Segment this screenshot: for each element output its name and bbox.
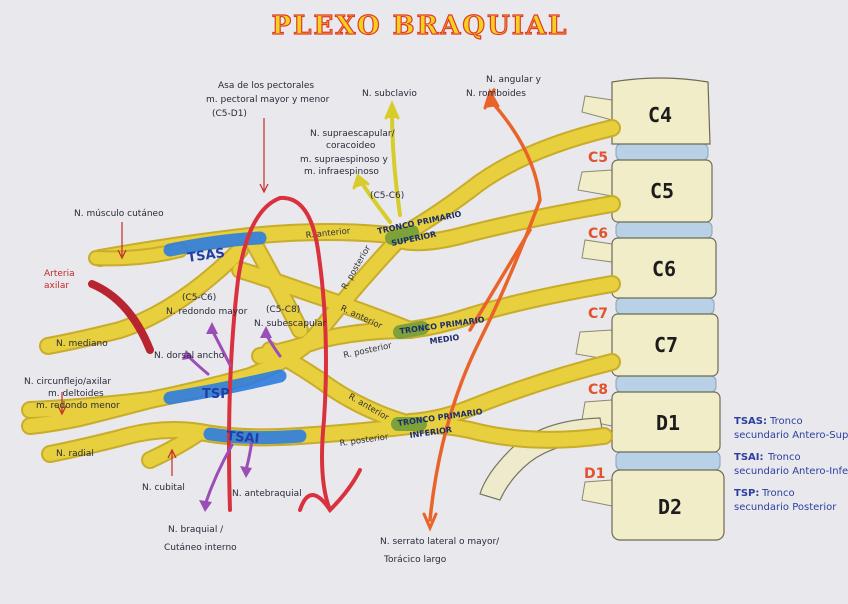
label-supraescapular-4: m. infraespinoso [304,167,379,177]
label-radial: N. radial [56,449,94,459]
legend-line1-tsas: Tronco [769,416,803,427]
root-label-c6: C6 [588,226,608,242]
label-redondo-mayor-2: N. redondo mayor [166,307,248,317]
division-anterior-superior: R. anterior [305,226,351,241]
legend-line2-tsp: secundario Posterior [734,502,837,513]
vertebra-body-c6 [611,237,717,299]
legend-abbr-tsai: TSAI: [734,452,763,463]
label-subescapular-2: N. subescapular [254,319,327,329]
upper-nerves [352,100,402,224]
label-pectorales-1: Asa de los pectorales [218,81,314,91]
purple-arrowheads [182,322,272,512]
root-labels: C5 C6 C7 C8 D1 [584,150,608,482]
label-pectorales-3: (C5-D1) [212,109,247,119]
root-label-d1: D1 [584,466,605,482]
legend-item-tsas: TSAS: Tronco secundario Antero-Superior [734,416,848,441]
legend-line1-tsai: Tronco [767,452,801,463]
vertebra-body-d2 [611,469,725,541]
legend-line2-tsas: secundario Antero-Superior [734,430,848,441]
label-serrato-1: N. serrato lateral o mayor/ [380,537,500,547]
root-label-c8: C8 [588,382,608,398]
nerve-network [21,119,621,469]
label-supraescapular-3: m. supraespinoso y [300,155,389,165]
vertebra-label-d2: D2 [658,495,682,519]
label-subclavio: N. subclavio [362,89,417,99]
pointer-arrows [57,118,269,476]
legend-abbr-tsas: TSAS: [734,416,767,427]
label-musculo-cutaneo: N. músculo cutáneo [74,209,164,219]
axillary-artery [88,195,362,514]
cord-label-tsp: TSP [202,387,230,402]
vertebra-body-c5 [611,159,713,223]
legend-abbr-tsp: TSP: [734,488,759,499]
page-title: PLEXO BRAQUIAL [272,11,569,41]
label-dorsal-ancho: N. dorsal ancho [154,351,225,361]
vertebra-label-c6: C6 [652,257,676,281]
label-redondo-mayor-1: (C5-C6) [182,293,216,303]
label-angular-2: N. romboides [466,89,526,99]
label-circunflejo-2: m. deltoides [48,389,104,399]
cord-label-tsas: TSAS [186,246,225,266]
label-subescapular-1: (C5-C8) [266,305,300,315]
cord-tsp [163,369,287,405]
label-pectorales-2: m. pectoral mayor y menor [206,95,330,105]
label-supraescapular-1: N. supraescapular/ [310,129,396,139]
root-label-c7: C7 [588,306,608,322]
legend-line2-tsai: secundario Antero-Inferior [734,466,848,477]
label-supraescapular-2: coracoideo [326,141,376,151]
trunk-medio-line2: MEDIO [429,333,460,346]
vertebra-label-d1: D1 [656,411,680,435]
vertebra-label-c4: C4 [648,103,672,127]
nerve-labels: Asa de los pectorales m. pectoral mayor … [24,75,542,565]
root-label-c5: C5 [588,150,608,166]
legend-line1-tsp: Tronco [761,488,795,499]
label-c5c6-supra: (C5-C6) [370,191,404,201]
legend: TSAS: Tronco secundario Antero-Superior … [734,416,848,513]
label-arteria-1: Arteria [44,269,75,279]
label-mediano: N. mediano [56,339,108,349]
label-braquial-2: Cutáneo interno [164,543,237,553]
label-serrato-2: Torácico largo [383,555,447,565]
vertebra-body-c4 [611,77,711,145]
vertebra-body-c7 [611,313,719,377]
orange-nerves [422,88,542,532]
vertebra-label-c5: C5 [650,179,674,203]
cord-tsai [203,427,307,445]
cords [163,231,307,445]
label-angular-1: N. angular y [486,75,542,85]
division-posterior-medio: R. posterior [343,341,394,361]
label-circunflejo-3: m. redondo menor [36,401,120,411]
vertebra-body-d1 [611,391,721,453]
legend-item-tsp: TSP: Tronco secundario Posterior [734,488,837,513]
vertebral-column: C4 C5 C6 C7 D1 D2 [575,77,725,541]
label-circunflejo-1: N. circunflejo/axilar [24,377,111,387]
label-cubital: N. cubital [142,483,185,493]
cord-tsas [163,231,267,257]
cord-label-tsai: TSAI [226,429,260,447]
label-braquial-1: N. braquial / [168,525,224,535]
vertebra-label-c7: C7 [654,333,678,357]
label-antebraquial: N. antebraquial [232,489,302,499]
label-arteria-2: axilar [44,281,69,291]
legend-item-tsai: TSAI: Tronco secundario Antero-Inferior [734,452,848,477]
